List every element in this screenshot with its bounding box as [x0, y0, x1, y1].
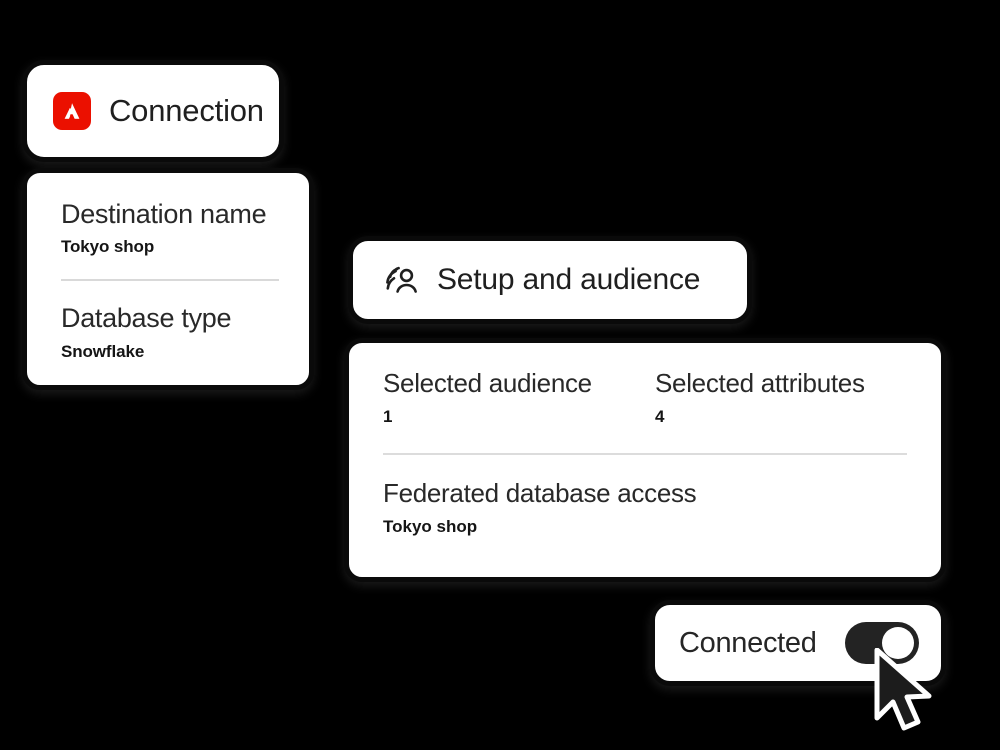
- database-type-label: Database type: [61, 303, 232, 334]
- toggle-knob: [882, 627, 914, 659]
- setup-and-audience-card[interactable]: Setup and audience: [348, 236, 752, 324]
- selected-attributes-label: Selected attributes: [655, 368, 865, 398]
- audience-people-icon: [381, 260, 421, 300]
- audience-summary-card: Selected audience 1 Selected attributes …: [344, 338, 946, 582]
- setup-and-audience-title: Setup and audience: [437, 263, 701, 296]
- selected-attributes-field: Selected attributes 4: [655, 368, 907, 427]
- connection-card[interactable]: Connection: [22, 60, 284, 162]
- destination-name-value: Tokyo shop: [61, 237, 155, 257]
- connected-toggle[interactable]: [845, 622, 919, 664]
- connection-title: Connection: [109, 93, 264, 128]
- connected-label: Connected: [679, 626, 817, 659]
- database-type-field: Database type Snowflake: [61, 303, 279, 361]
- selected-audience-value: 1: [383, 406, 393, 426]
- adobe-logo-icon: [53, 92, 91, 130]
- connected-card[interactable]: Connected: [650, 600, 946, 686]
- destination-name-field: Destination name Tokyo shop: [61, 199, 279, 257]
- selected-attributes-value: 4: [655, 406, 665, 426]
- destination-name-label: Destination name: [61, 199, 267, 229]
- destination-divider: [61, 279, 279, 282]
- selected-audience-label: Selected audience: [383, 368, 592, 398]
- federated-database-access-label: Federated database access: [383, 477, 697, 508]
- summary-divider: [383, 452, 907, 455]
- summary-columns: Selected audience 1 Selected attributes …: [349, 368, 941, 427]
- database-type-value: Snowflake: [61, 341, 145, 361]
- federated-database-access-value: Tokyo shop: [383, 516, 478, 536]
- federated-database-access-field: Federated database access Tokyo shop: [349, 477, 941, 537]
- destination-details-card: Destination name Tokyo shop Database typ…: [22, 168, 314, 390]
- selected-audience-field: Selected audience 1: [383, 368, 655, 427]
